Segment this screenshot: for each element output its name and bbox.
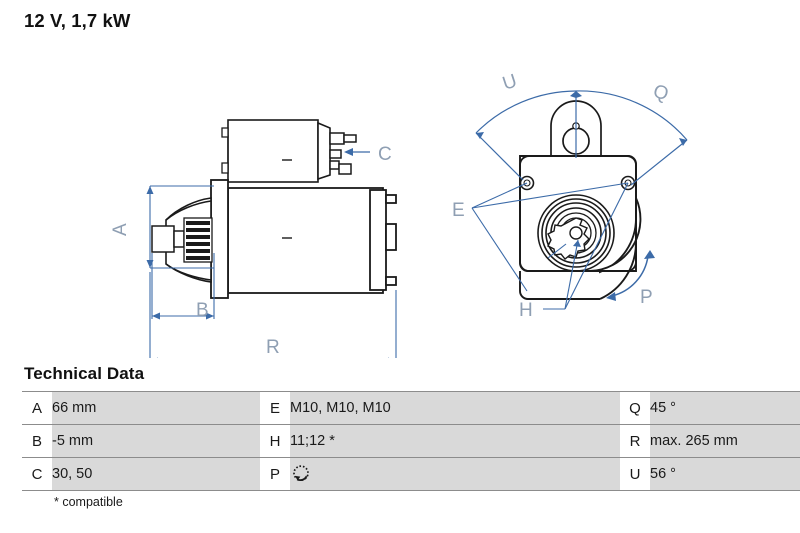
dimension-label-A: A: [110, 223, 131, 236]
page-title: 12 V, 1,7 kW: [24, 10, 131, 31]
technical-data-heading: Technical Data: [24, 364, 145, 383]
row-key-r: R: [620, 424, 650, 458]
row-key-u: U: [620, 457, 650, 491]
row-key-q: Q: [620, 391, 650, 425]
row-key-c: C: [22, 457, 52, 491]
technical-drawings: A B R C: [0, 28, 800, 358]
table-footnote: * compatible: [54, 495, 123, 509]
dimension-label-E: E: [452, 200, 465, 221]
dimension-label-P: P: [640, 287, 653, 308]
row-value-a: 66 mm: [52, 391, 260, 425]
row-value-h: 11;12 *: [290, 424, 620, 458]
dimension-label-U: U: [500, 71, 520, 95]
row-value-r: max. 265 mm: [650, 424, 800, 458]
rotation-ccw-icon: [290, 463, 312, 485]
row-key-a: A: [22, 391, 52, 425]
dimension-label-Q: Q: [650, 81, 671, 106]
table-row: B -5 mm H 11;12 * R max. 265 mm: [22, 424, 800, 458]
row-key-e: E: [260, 391, 290, 425]
row-value-u: 56 °: [650, 457, 800, 491]
starter-motor-flange-end-view: U Q E H P: [452, 71, 688, 321]
technical-data-table: A 66 mm E M10, M10, M10 Q 45 ° B -5 mm H…: [22, 391, 800, 491]
row-value-e: M10, M10, M10: [290, 391, 620, 425]
dimension-label-C: C: [378, 144, 392, 165]
row-value-p: [290, 457, 620, 491]
row-value-q: 45 °: [650, 391, 800, 425]
row-value-c: 30, 50: [52, 457, 260, 491]
dimension-label-R: R: [266, 337, 280, 358]
dimension-label-B: B: [196, 300, 209, 321]
technical-data-section: Technical Data A 66 mm E M10, M10, M10 Q…: [22, 364, 800, 509]
row-key-h: H: [260, 424, 290, 458]
dimension-label-H: H: [519, 300, 533, 321]
row-value-b: -5 mm: [52, 424, 260, 458]
starter-motor-side-view: A B R C: [110, 119, 397, 358]
table-row: A 66 mm E M10, M10, M10 Q 45 °: [22, 391, 800, 425]
row-key-p: P: [260, 457, 290, 491]
table-row: C 30, 50 P U 56 °: [22, 457, 800, 491]
row-key-b: B: [22, 424, 52, 458]
